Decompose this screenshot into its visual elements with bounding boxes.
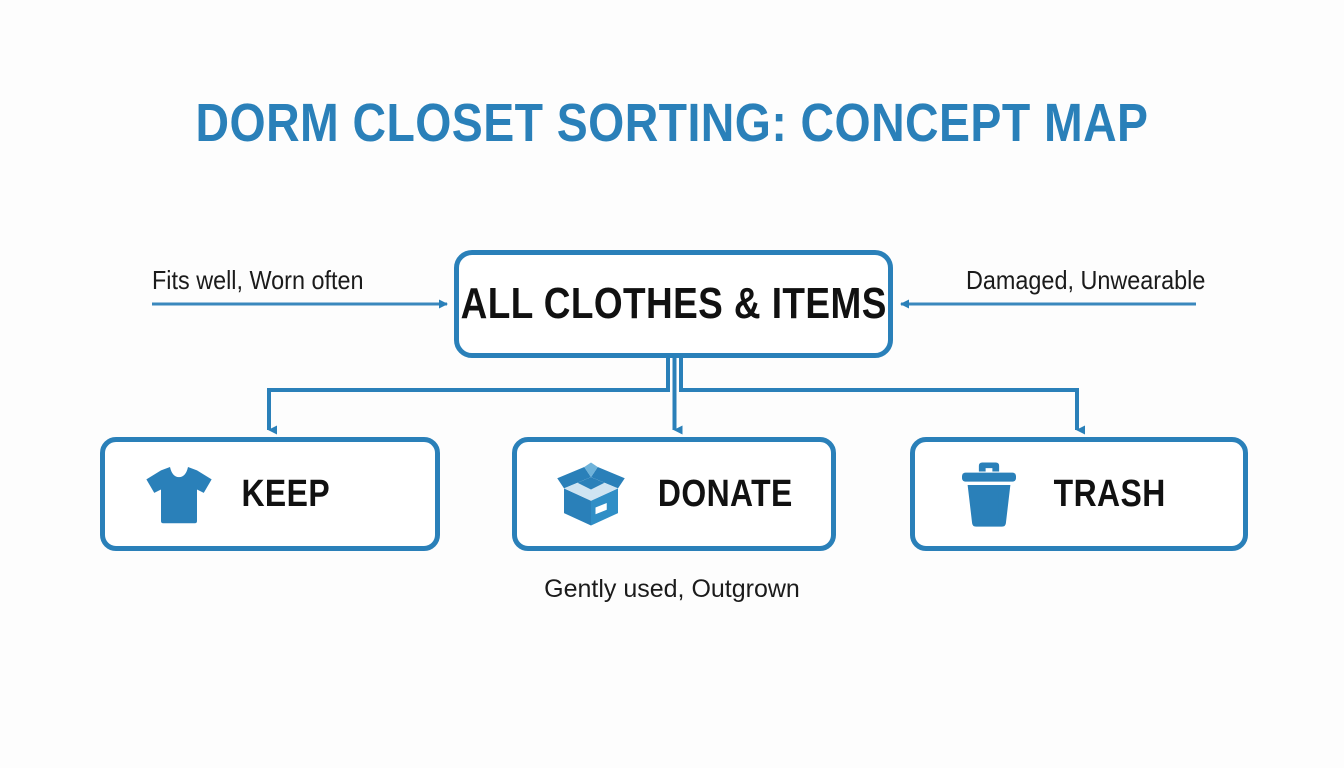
node-donate[interactable]: DONATE	[512, 437, 836, 551]
node-keep[interactable]: KEEP	[100, 437, 440, 551]
edge-root-to-keep	[267, 358, 670, 435]
open-box-icon	[557, 462, 625, 526]
node-all-clothes-and-items[interactable]: ALL CLOTHES & ITEMS	[454, 250, 893, 358]
page-title: DORM CLOSET SORTING: CONCEPT MAP	[195, 93, 1149, 153]
edge-label-fits-well: Fits well, Worn often	[152, 265, 364, 295]
node-trash-label: TRASH	[1053, 472, 1166, 515]
edge-label-damaged: Damaged, Unwearable	[966, 265, 1206, 295]
node-trash[interactable]: TRASH	[910, 437, 1248, 551]
node-donate-label: DONATE	[657, 472, 793, 515]
trash-can-icon	[962, 462, 1016, 527]
node-keep-label: KEEP	[241, 472, 331, 515]
edge-label-gently-used: Gently used, Outgrown	[544, 575, 800, 603]
tshirt-icon	[146, 467, 212, 524]
node-root-label: ALL CLOTHES & ITEMS	[460, 279, 887, 328]
edge-root-to-trash	[679, 358, 1085, 435]
